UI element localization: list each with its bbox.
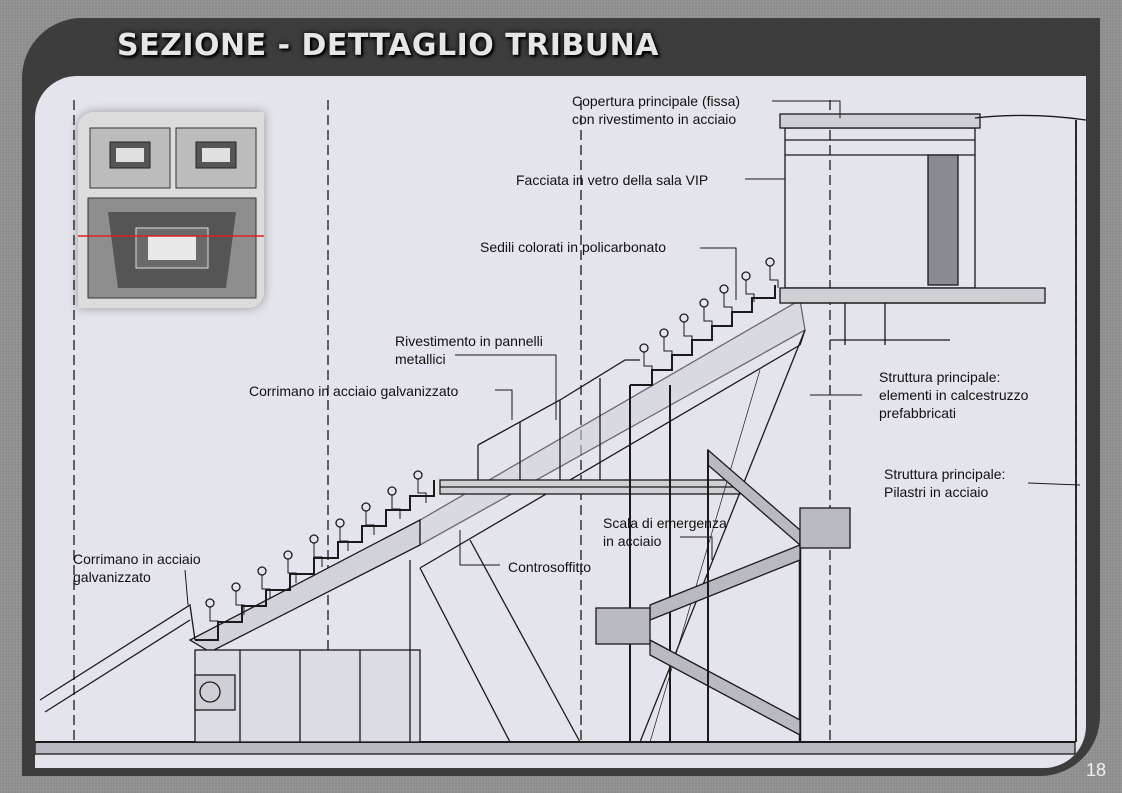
label-struttura-cls-line2: elementi in calcestruzzo bbox=[879, 387, 1029, 403]
label-controsoffitto: Controsoffitto bbox=[508, 558, 591, 576]
label-copertura-line2: con rivestimento in acciaio bbox=[572, 111, 737, 127]
label-corrimano-lower: Corrimano in acciaio galvanizzato bbox=[73, 550, 201, 586]
section-drawing-svg bbox=[35, 100, 1086, 755]
label-corrimano-upper: Corrimano in acciaio galvanizzato bbox=[249, 382, 458, 400]
label-struttura-cls: Struttura principale: elementi in calces… bbox=[879, 368, 1028, 422]
label-sedili: Sedili colorati in policarbonato bbox=[480, 238, 666, 256]
page-number: 18 bbox=[1085, 760, 1106, 780]
label-corrimano-lower-line1: Corrimano in acciaio bbox=[73, 551, 201, 567]
label-scala-line1: Scala di emergenza bbox=[603, 515, 727, 531]
label-corrimano-lower-line2: galvanizzato bbox=[73, 569, 151, 585]
label-sedili-line1: Sedili colorati in policarbonato bbox=[480, 239, 666, 255]
label-scala-line2: in acciaio bbox=[603, 533, 662, 549]
label-struttura-cls-line1: Struttura principale: bbox=[879, 369, 1001, 385]
label-rivestimento-line1: Rivestimento in pannelli bbox=[395, 333, 543, 349]
slide-title: SEZIONE - DETTAGLIO TRIBUNA bbox=[117, 28, 659, 63]
label-copertura: Copertura principale (fissa) con rivesti… bbox=[572, 92, 740, 128]
key-plan-svg bbox=[78, 112, 264, 308]
label-controsoffitto-line1: Controsoffitto bbox=[508, 559, 592, 575]
label-rivestimento: Rivestimento in pannelli metallici bbox=[395, 332, 543, 368]
label-rivestimento-line2: metallici bbox=[395, 351, 446, 367]
key-plan-inset bbox=[78, 112, 264, 308]
label-struttura-cls-line3: prefabbricati bbox=[879, 405, 957, 421]
label-corrimano-upper-line1: Corrimano in acciaio galvanizzato bbox=[249, 383, 459, 399]
label-struttura-pilastri: Struttura principale: Pilastri in acciai… bbox=[884, 465, 1005, 501]
label-facciata-line1: Facciata in vetro della sala VIP bbox=[516, 172, 709, 188]
label-facciata: Facciata in vetro della sala VIP bbox=[516, 171, 708, 189]
label-copertura-line1: Copertura principale (fissa) bbox=[572, 93, 741, 109]
label-scala: Scala di emergenza in acciaio bbox=[603, 514, 727, 550]
label-struttura-pilastri-line1: Struttura principale: bbox=[884, 466, 1006, 482]
label-struttura-pilastri-line2: Pilastri in acciaio bbox=[884, 484, 989, 500]
